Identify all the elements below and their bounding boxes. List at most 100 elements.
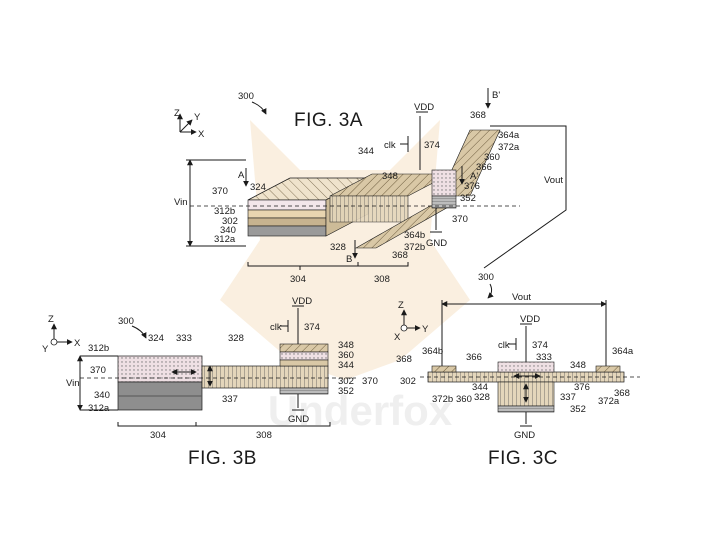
layer-302 (247, 209, 327, 219)
label-333-3b: 333 (176, 333, 192, 344)
label-344-3b: 344 (338, 360, 354, 371)
label-376-3c: 376 (574, 382, 590, 393)
layer-312a (247, 225, 327, 237)
axis-y-3a: Y (194, 112, 201, 123)
layer-340 (247, 217, 327, 227)
layer-348-3b (279, 343, 329, 353)
label-370-right-3b: 370 (362, 376, 378, 387)
label-vdd-3b: VDD (292, 296, 312, 307)
label-gnd-3b: GND (288, 414, 309, 425)
axis-y-3b: Y (42, 344, 49, 355)
label-vin-3a: Vin (174, 197, 188, 208)
label-364a-3a: 364a (498, 130, 520, 141)
label-gnd-3c: GND (514, 430, 535, 441)
label-324-3a: 324 (250, 182, 266, 193)
label-374-3c: 374 (532, 340, 548, 351)
axis-x-3c: X (394, 332, 401, 343)
axis-z-3c: Z (398, 300, 404, 311)
label-360-3c: 360 (456, 394, 472, 405)
label-374-3b: 374 (304, 322, 320, 333)
label-368-right-3c: 368 (614, 388, 630, 399)
label-372a-3a: 372a (498, 142, 520, 153)
label-gnd-3a: GND (426, 238, 447, 249)
axes-3c-icon (400, 309, 421, 332)
figure-3b: Z Y X 300 FIG. 3B VDD (42, 296, 378, 469)
ref-300-3b: 300 (118, 316, 134, 327)
label-308-3a: 308 (374, 274, 390, 285)
label-328-3a: 328 (330, 242, 346, 253)
label-vout-3c: Vout (512, 292, 531, 303)
axis-z-3a: Z (174, 108, 180, 119)
label-a-prime-3a: A' (470, 171, 478, 182)
label-b-3a: B (346, 254, 352, 265)
label-376-3a: 376 (464, 181, 480, 192)
label-340-3b: 340 (94, 390, 110, 401)
label-364b-3c: 364b (422, 346, 443, 357)
label-368-left-3c: 368 (396, 354, 412, 365)
label-vin-3b: Vin (66, 378, 80, 389)
axes-3a-icon (177, 113, 197, 135)
block-348-3c (497, 361, 555, 373)
axis-x-3b: X (74, 338, 81, 349)
label-352-3b: 352 (338, 386, 354, 397)
axis-z-3b: Z (48, 314, 54, 325)
label-b-prime-3a: B' (492, 90, 500, 101)
label-344-3c: 344 (472, 382, 488, 393)
ref-300-3a: 300 (238, 91, 254, 102)
fig-3c-title: FIG. 3C (488, 448, 558, 469)
label-348-3a: 348 (382, 171, 398, 182)
label-352-3c: 352 (570, 404, 586, 415)
axis-x-3a: X (198, 129, 205, 140)
layer-360-3b (279, 351, 329, 361)
label-312b-3b: 312b (88, 343, 109, 354)
axis-y-3c: Y (422, 324, 429, 335)
block-352 (431, 195, 457, 209)
label-348-3b: 348 (338, 340, 354, 351)
pad-364a-3c (595, 365, 621, 373)
label-368-bot-3a: 368 (392, 250, 408, 261)
label-337-3c: 337 (560, 392, 576, 403)
label-312a-3b: 312a (88, 403, 110, 414)
label-312a-3a: 312a (214, 234, 236, 245)
label-vdd-3a: VDD (414, 102, 434, 113)
block-360 (431, 169, 457, 197)
label-366-3c: 366 (466, 352, 482, 363)
label-302-3a: 302 (222, 216, 238, 227)
label-312b-3a: 312b (214, 206, 235, 217)
label-a-3a: A (238, 170, 245, 181)
label-366-3a: 366 (476, 162, 492, 173)
block-352-3c (497, 405, 555, 413)
fig-3b-title: FIG. 3B (188, 448, 257, 469)
label-372b-3c: 372b (432, 394, 453, 405)
label-302-3b: 302 (338, 376, 354, 387)
label-clk-3b: clk (270, 322, 282, 333)
label-337-3b: 337 (222, 394, 238, 405)
label-370-left-3b: 370 (90, 365, 106, 376)
layer-344-3b (279, 359, 329, 367)
label-364b-3a: 364b (404, 230, 425, 241)
label-370-left-3a: 370 (212, 186, 228, 197)
label-340-3a: 340 (220, 225, 236, 236)
label-304-3b: 304 (150, 430, 166, 441)
label-348-3c: 348 (570, 360, 586, 371)
label-308-3b: 308 (256, 430, 272, 441)
label-333-3c: 333 (536, 352, 552, 363)
label-344-3a: 344 (358, 146, 374, 157)
label-328-3c: 328 (474, 392, 490, 403)
label-324-3b: 324 (148, 333, 164, 344)
label-374-3a: 374 (424, 140, 440, 151)
fig-3a-title: FIG. 3A (294, 110, 363, 131)
layer-352-3b (279, 387, 329, 395)
label-370-right-3a: 370 (452, 214, 468, 225)
label-302-3c: 302 (400, 376, 416, 387)
bar-328-3b (201, 365, 329, 389)
label-304-3a: 304 (290, 274, 306, 285)
label-368-top-3a: 368 (470, 110, 486, 121)
label-clk-3c: clk (498, 340, 510, 351)
label-360-3b: 360 (338, 350, 354, 361)
label-372a-3c: 372a (598, 396, 620, 407)
ref-300-3c: 300 (478, 272, 494, 283)
label-352-3a: 352 (460, 193, 476, 204)
label-360-3a: 360 (484, 152, 500, 163)
